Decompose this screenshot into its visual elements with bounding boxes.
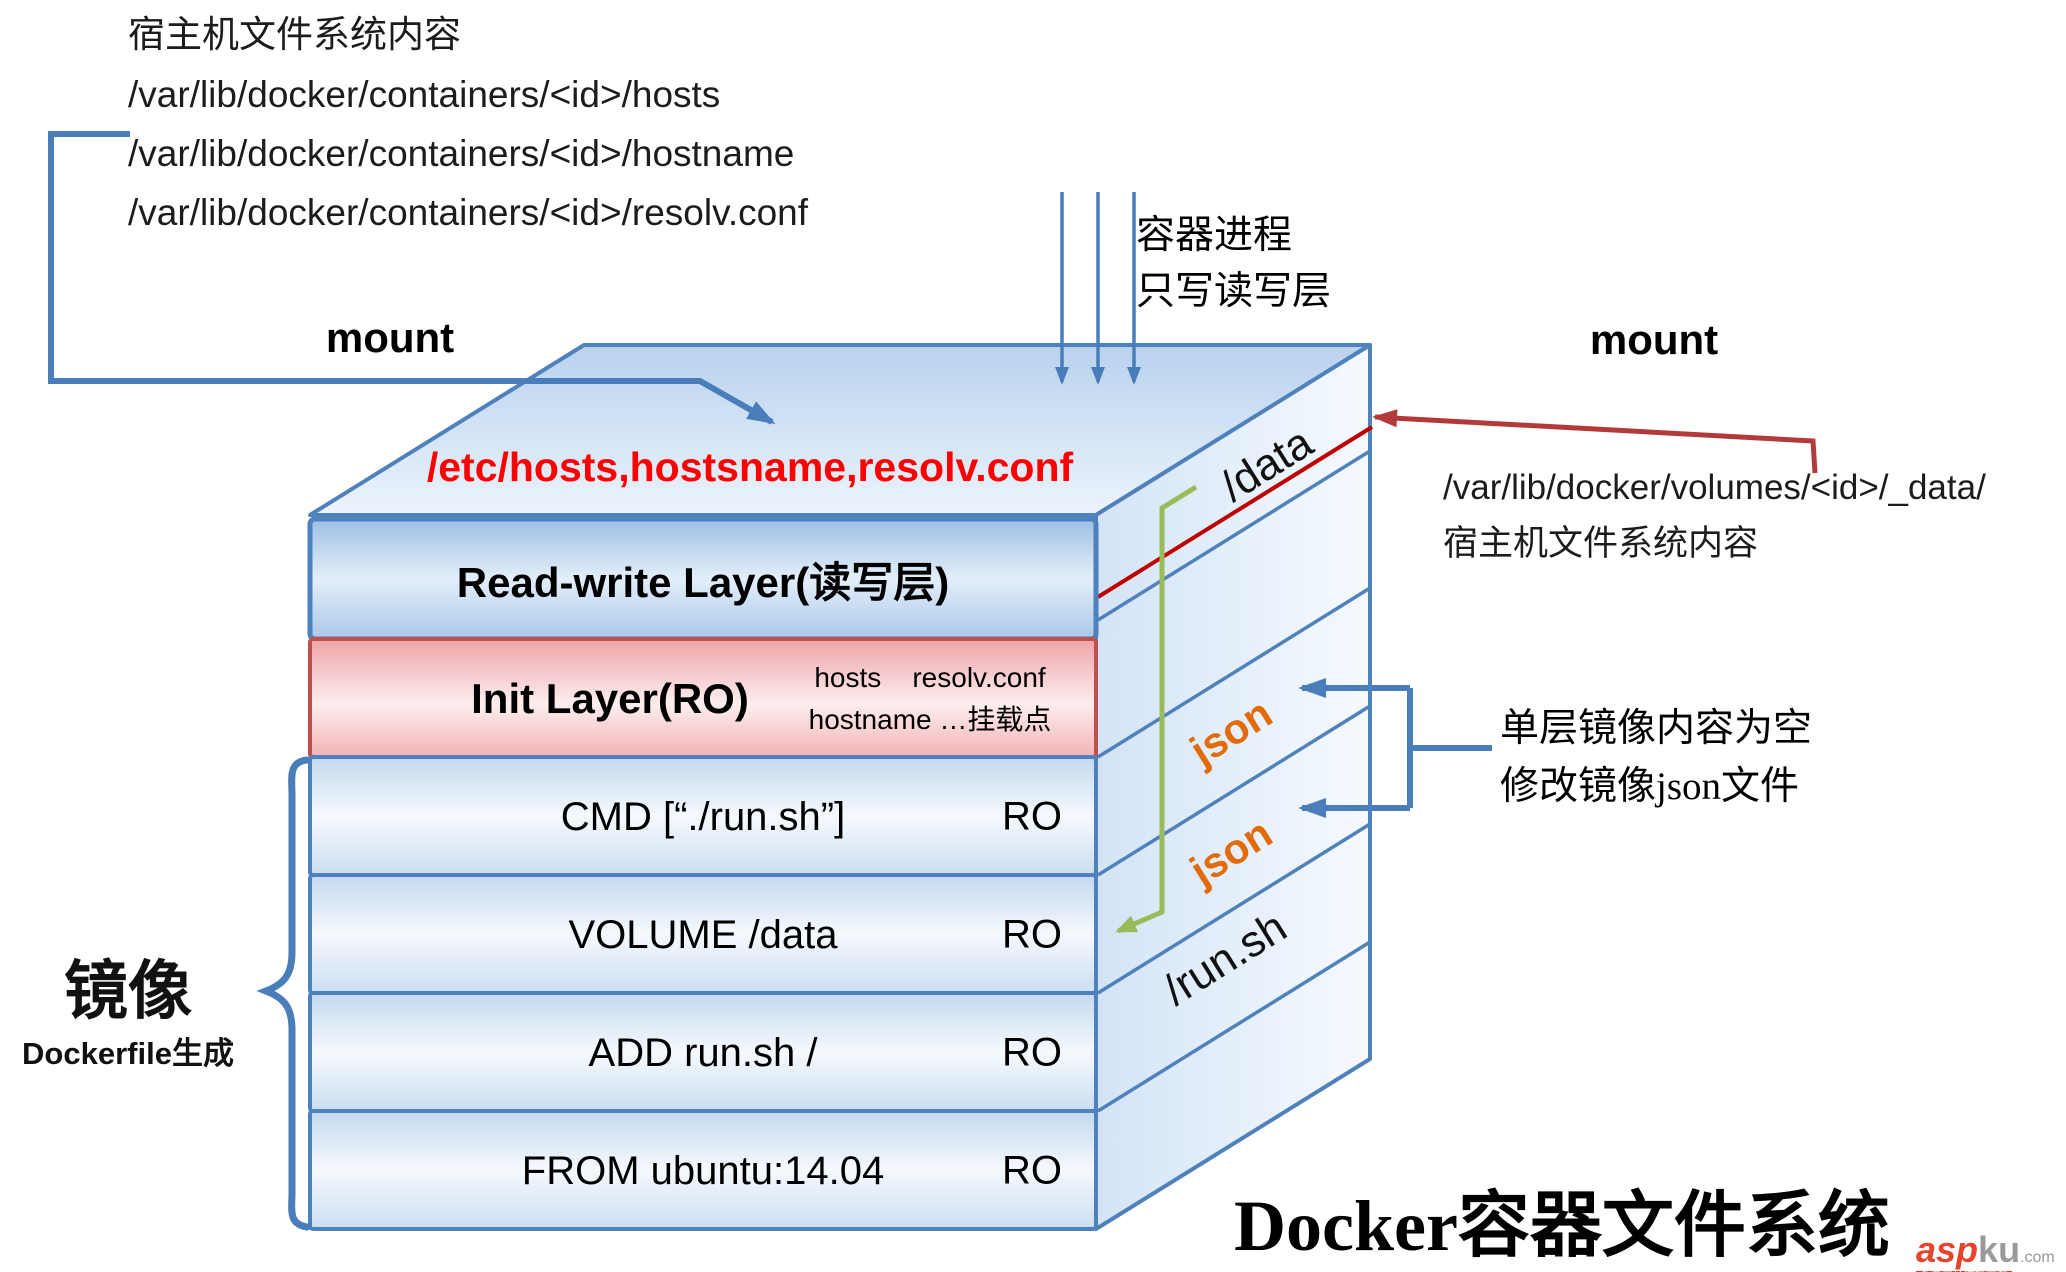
- side-divider-4: [1097, 940, 1371, 1113]
- json-note-line2: 修改镜像json文件: [1500, 765, 1800, 808]
- layer-cmd-ro: RO: [1002, 794, 1062, 839]
- watermark-ku: ku: [1978, 1229, 2021, 1270]
- layer-add-label: ADD run.sh /: [588, 1030, 818, 1075]
- volume-mount-desc: 宿主机文件系统内容: [1443, 524, 1759, 563]
- layer-init-notes: hosts resolv.conf hostname …挂载点: [780, 657, 1080, 741]
- layer-from-label: FROM ubuntu:14.04: [521, 1148, 885, 1193]
- layer-add: ADD run.sh / RO: [310, 993, 1096, 1113]
- layer-volume: VOLUME /data RO: [310, 875, 1096, 995]
- layer-read-write: Read-write Layer(读写层): [310, 519, 1096, 639]
- mount-arrow-left: [48, 131, 776, 425]
- json-pointer-arrows: [1298, 678, 1492, 818]
- watermark-asp: asp: [1916, 1229, 1979, 1270]
- side-divider-data: [1097, 449, 1371, 622]
- layer-init-note-line1: hosts resolv.conf: [814, 662, 1046, 693]
- mount-arrow-right: [1372, 409, 1818, 474]
- mount-label-right: mount: [1589, 316, 1719, 363]
- layer-init: Init Layer(RO) hosts resolv.conf hostnam…: [310, 639, 1096, 759]
- container-process-line1: 容器进程: [1136, 214, 1293, 257]
- host-files-block: 宿主机文件系统内容 /var/lib/docker/containers/<id…: [128, 6, 808, 242]
- side-divider-1: [1097, 586, 1371, 759]
- volume-mount-path: /var/lib/docker/volumes/<id>/_data/: [1443, 468, 1986, 507]
- json-note-line1: 单层镜像内容为空: [1500, 707, 1813, 750]
- layer-from: FROM ubuntu:14.04 RO: [310, 1111, 1096, 1231]
- layer-read-write-label: Read-write Layer(读写层): [456, 558, 950, 606]
- container-process-line2: 只写读写层: [1136, 270, 1332, 313]
- layer-volume-label: VOLUME /data: [568, 912, 838, 957]
- image-group-subtitle: Dockerfile生成: [22, 1036, 234, 1071]
- layer-init-note-line2: hostname …挂载点: [808, 704, 1052, 735]
- host-path-hostname: /var/lib/docker/containers/<id>/hostname: [128, 133, 795, 174]
- image-group-title: 镜像: [64, 955, 192, 1027]
- layer-init-label: Init Layer(RO): [471, 675, 749, 722]
- mount-label-left: mount: [325, 314, 455, 361]
- watermark-com: .com: [2020, 1249, 2055, 1266]
- host-path-hosts: /var/lib/docker/containers/<id>/hosts: [128, 74, 721, 115]
- layer-add-ro: RO: [1002, 1030, 1062, 1075]
- layer-rect-from: [308, 1109, 1098, 1231]
- layer-from-ro: RO: [1002, 1148, 1062, 1193]
- layer-cmd: CMD [“./run.sh”] RO: [310, 757, 1096, 877]
- json-note-block: 单层镜像内容为空 修改镜像json文件: [1500, 700, 1812, 816]
- host-files-title: 宿主机文件系统内容: [128, 15, 461, 56]
- etc-hosts-label: /etc/hosts,hostsname,resolv.conf: [426, 444, 1074, 490]
- layer-volume-ro: RO: [1002, 912, 1062, 957]
- side-divider-3: [1097, 822, 1371, 995]
- container-process-note: 容器进程 只写读写层: [1136, 208, 1331, 320]
- diagram-title: Docker容器文件系统: [1234, 1186, 1890, 1266]
- layer-cmd-label: CMD [“./run.sh”]: [560, 794, 846, 839]
- volume-mount-block: /var/lib/docker/volumes/<id>/_data/ 宿主机文…: [1443, 460, 1986, 572]
- volume-red-line: [1096, 425, 1374, 599]
- volume-green-arrow: [1115, 484, 1198, 934]
- watermark: aspku.com 免费网站源码下载: [1916, 1232, 2066, 1272]
- side-divider-2: [1097, 704, 1371, 877]
- host-path-resolv: /var/lib/docker/containers/<id>/resolv.c…: [128, 192, 809, 233]
- image-layers-brace: [256, 756, 311, 1231]
